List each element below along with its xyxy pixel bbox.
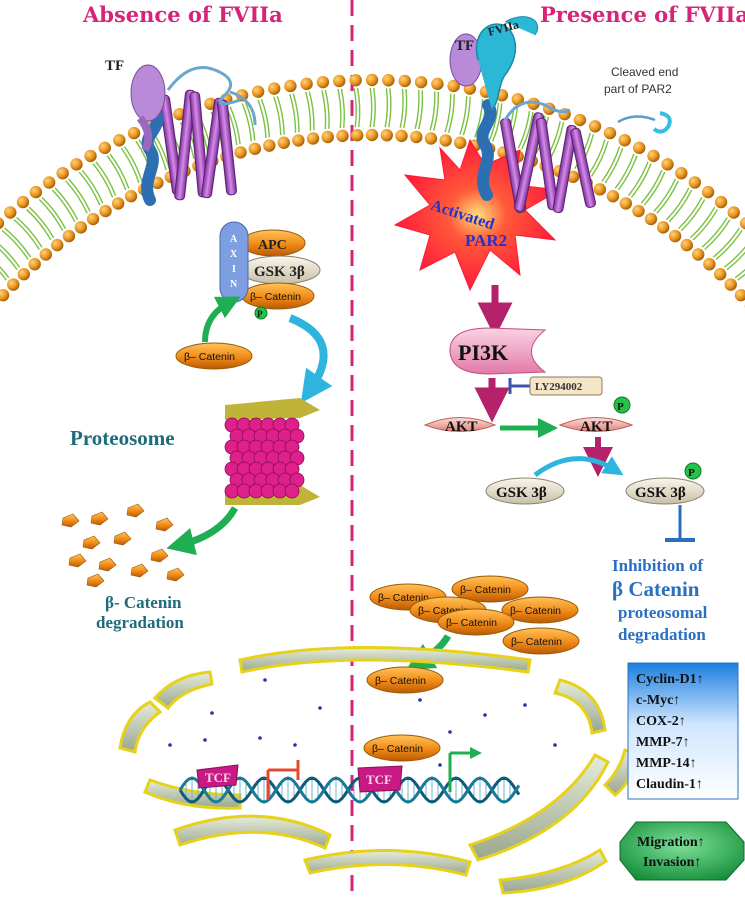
degradation-line2: degradation [96, 613, 184, 632]
cell-membrane-bilayer [0, 73, 745, 309]
inhibition-line4: degradation [618, 625, 706, 644]
cluster-catenin-4: β– Catenin [510, 605, 561, 617]
cleaved-label-line1: Cleaved end [611, 65, 678, 79]
catenin-bound-label: β– Catenin [372, 743, 423, 755]
tcf-right-label: TCF [366, 772, 392, 787]
pi3k-node: PI3K [449, 327, 547, 375]
cleaved-par2-fragment: Cleaved end part of PAR2 [604, 65, 678, 134]
inhibition-bar [665, 505, 695, 542]
cluster-catenin-5: β– Catenin [446, 617, 497, 629]
activated-par2-burst: Activated PAR2 [393, 138, 562, 292]
inhibition-line1: Inhibition of [612, 556, 704, 575]
tcf-right: TCF [357, 765, 403, 793]
phospho-gsk-p: P [688, 467, 695, 479]
axin-letter-a: A [230, 234, 238, 245]
cleaved-label-line2: part of PAR2 [604, 82, 672, 96]
tcf-left: TCF [196, 764, 239, 789]
title-presence: Presence of FVIIa [540, 2, 745, 27]
phospho-akt-p: P [617, 401, 624, 413]
proteosome-barrel [224, 398, 320, 505]
gsk-label: GSK 3β [496, 485, 547, 501]
catenin-entering-label: β– Catenin [375, 675, 426, 687]
title-absence: Absence of FVIIa [82, 2, 283, 27]
par2-receptor-active [500, 100, 596, 214]
free-catenin-left: β– Catenin [175, 296, 253, 370]
tcf-left-label: TCF [205, 770, 231, 785]
phospho-gsk-node: GSK 3β P [625, 462, 705, 505]
activated-par2-line2: PAR2 [465, 231, 507, 250]
free-catenin-label: β– Catenin [184, 351, 235, 363]
arrow-to-degradation [166, 506, 239, 556]
axin-letter-i: I [232, 264, 236, 275]
target-genes-box: Cyclin-D1↑ c-Myc↑ COX-2↑ MMP-7↑ MMP-14↑ … [627, 662, 739, 800]
gsk-label-complex: GSK 3β [254, 264, 305, 280]
tf-receptor-left: TF [105, 58, 166, 206]
akt-node: AKT [423, 417, 497, 435]
gene-1: Cyclin-D1↑ [636, 672, 704, 687]
destruction-complex: APC GSK 3β β– Catenin A X I N P [219, 221, 321, 320]
phospho-gsk-label: GSK 3β [635, 485, 686, 501]
tf-label-right: TF [455, 38, 474, 54]
akt-label: AKT [445, 419, 478, 435]
axin-letter-x: X [230, 249, 238, 260]
catenin-bound-tcf: β– Catenin [363, 734, 441, 762]
gene-5: MMP-14↑ [636, 756, 697, 771]
gene-6: Claudin-1↑ [636, 777, 703, 792]
arrow-gsk-to-pgsk [533, 456, 624, 478]
repression-symbol [266, 760, 300, 800]
outcome-migration: Migration↑ [637, 835, 705, 850]
outcome-badge: Migration↑ Invasion↑ [619, 821, 745, 881]
outcome-invasion: Invasion↑ [643, 855, 701, 870]
tf-fviia-complex: TF FVIIa [449, 16, 538, 201]
phospho-akt-node: AKT P [558, 396, 634, 435]
degradation-line1: β- Catenin [105, 593, 182, 612]
cluster-catenin-1: β– Catenin [378, 592, 429, 604]
nuclear-envelope [118, 646, 639, 895]
proteosome-label: Proteosome [70, 426, 175, 450]
inhibition-line3: proteosomal [618, 603, 708, 622]
gsk-node: GSK 3β [485, 477, 565, 505]
apc-label: APC [258, 238, 287, 253]
cluster-catenin-2: β– Catenin [460, 584, 511, 596]
ly294002-inhibitor: LY294002 [508, 376, 603, 396]
cluster-catenin-6: β– Catenin [511, 636, 562, 648]
catenin-entering-nucleus: β– Catenin [366, 666, 444, 694]
catenin-cluster: β– Catenin β– Catenin β– Catenin β– Cate… [369, 575, 580, 655]
gene-4: MMP-7↑ [636, 735, 690, 750]
inhibitor-label: LY294002 [535, 381, 583, 393]
par2-receptor-inactive [159, 66, 257, 201]
pi3k-label: PI3K [458, 340, 508, 365]
arrow-complex-to-proteosome [288, 314, 333, 404]
activation-symbol [448, 747, 482, 792]
catenin-complex-label: β– Catenin [250, 291, 301, 303]
gene-2: c-Myc↑ [636, 693, 680, 708]
phospho-akt-label: AKT [580, 419, 613, 435]
phospho-label-complex: P [257, 309, 263, 319]
nucleoplasm-dots [168, 678, 557, 767]
axin-letter-n: N [230, 279, 238, 290]
catenin-fragments [61, 503, 185, 588]
inhibition-line2: β Catenin [612, 577, 700, 601]
tf-label-left: TF [105, 58, 124, 74]
gene-3: COX-2↑ [636, 714, 686, 729]
